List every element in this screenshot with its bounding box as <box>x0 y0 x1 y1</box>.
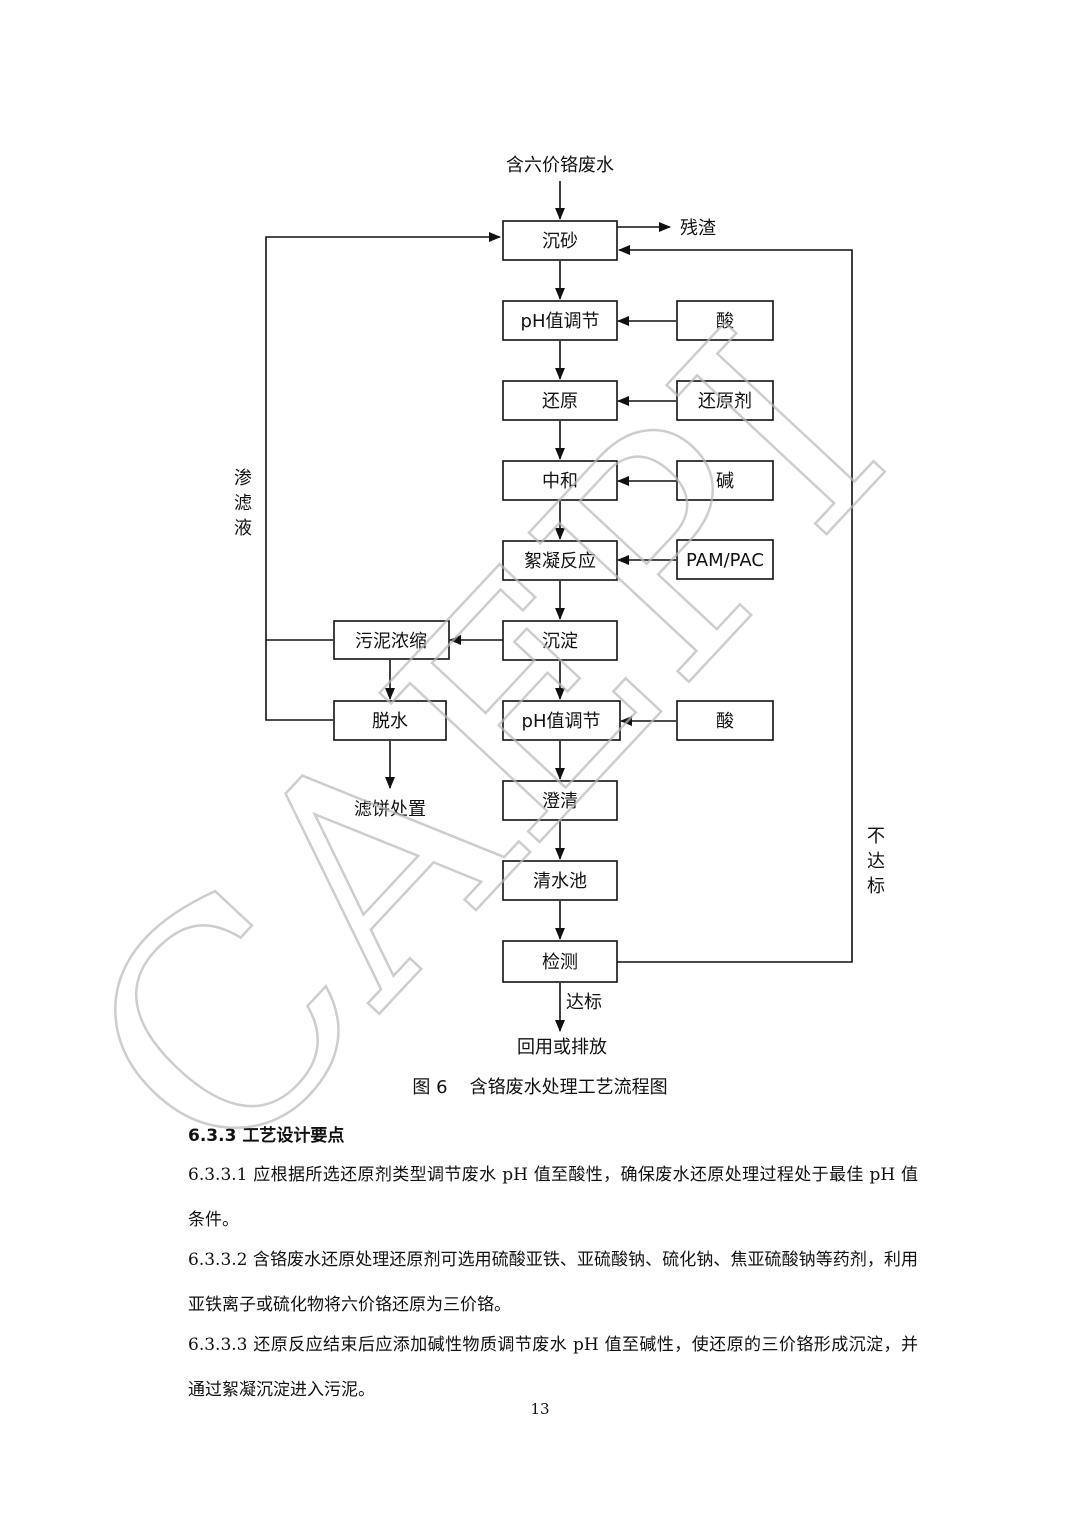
box-grit-label: 沉砂 <box>542 231 578 252</box>
paragraph-2: 6.3.3.2 含铬废水还原处理还原剂可选用硫酸亚铁、亚硫酸钠、硫化钠、焦亚硫酸… <box>188 1250 918 1315</box>
paragraph-1: 6.3.3.1 应根据所选还原剂类型调节废水 pH 值至酸性，确保废水还原处理过… <box>188 1165 918 1230</box>
reagent-acid-1-label: 酸 <box>716 311 734 332</box>
filtrate-char-3: 液 <box>234 518 252 539</box>
box-neutral: 中和 <box>502 460 618 501</box>
box-ph1: pH值调节 <box>502 300 618 341</box>
reagent-acid-2-label: 酸 <box>716 711 734 732</box>
figure-number: 图 6 <box>412 1077 448 1098</box>
reagent-alkali-label: 碱 <box>716 471 734 492</box>
box-clarify-label: 澄清 <box>542 791 578 812</box>
fail-char-3: 标 <box>867 876 885 897</box>
filtrate-char-1: 渗 <box>234 468 252 489</box>
figure-title: 含铬废水处理工艺流程图 <box>469 1077 668 1098</box>
pass-label: 达标 <box>566 992 602 1013</box>
process-flowchart: 含六价铬废水 残渣 滤饼处置 渗 滤 液 不 达 标 达标 回用或排放 沉砂 p… <box>234 155 885 1058</box>
reagent-reductant: 还原剂 <box>676 380 774 421</box>
box-floc-label: 絮凝反应 <box>524 551 596 572</box>
box-floc: 絮凝反应 <box>502 540 618 581</box>
figure-caption: 图 6 含铬废水处理工艺流程图 <box>0 1073 1080 1099</box>
page-number: 13 <box>530 1400 550 1418</box>
cake-label: 滤饼处置 <box>354 799 426 820</box>
fail-char-1: 不 <box>867 826 885 847</box>
reuse-label: 回用或排放 <box>517 1037 607 1058</box>
reagent-reductant-label: 还原剂 <box>698 391 752 412</box>
box-clarify: 澄清 <box>502 780 618 821</box>
reagent-alkali: 碱 <box>676 460 774 501</box>
box-dewater-label: 脱水 <box>372 711 408 732</box>
box-dewater: 脱水 <box>333 700 447 741</box>
source-label: 含六价铬废水 <box>506 155 614 176</box>
fail-char-2: 达 <box>867 851 885 872</box>
box-thicken: 污泥浓缩 <box>333 620 450 660</box>
residue-label: 残渣 <box>680 218 716 239</box>
reagent-acid-1: 酸 <box>676 300 774 341</box>
box-settle: 沉淀 <box>502 620 618 661</box>
box-detect-label: 检测 <box>542 952 578 973</box>
box-detect: 检测 <box>502 940 618 983</box>
section-heading: 6.3.3 工艺设计要点 <box>188 1126 345 1146</box>
paragraph-3: 6.3.3.3 还原反应结束后应添加碱性物质调节废水 pH 值至碱性，使还原的三… <box>188 1335 918 1400</box>
box-neutral-label: 中和 <box>542 471 578 492</box>
reagent-acid-2: 酸 <box>676 700 774 741</box>
box-reduce-label: 还原 <box>542 391 578 412</box>
box-ph2: pH值调节 <box>502 700 621 741</box>
box-clearpool-label: 清水池 <box>533 871 587 892</box>
box-clearpool: 清水池 <box>502 860 618 901</box>
box-ph2-label: pH值调节 <box>522 711 601 732</box>
box-thicken-label: 污泥浓缩 <box>355 631 427 652</box>
box-reduce: 还原 <box>502 380 618 421</box>
filtrate-char-2: 滤 <box>234 493 252 514</box>
box-ph1-label: pH值调节 <box>521 311 600 332</box>
reagent-pampac: PAM/PAC <box>676 539 774 580</box>
box-grit: 沉砂 <box>502 220 618 261</box>
reagent-pampac-label: PAM/PAC <box>686 550 764 571</box>
box-settle-label: 沉淀 <box>542 631 578 652</box>
